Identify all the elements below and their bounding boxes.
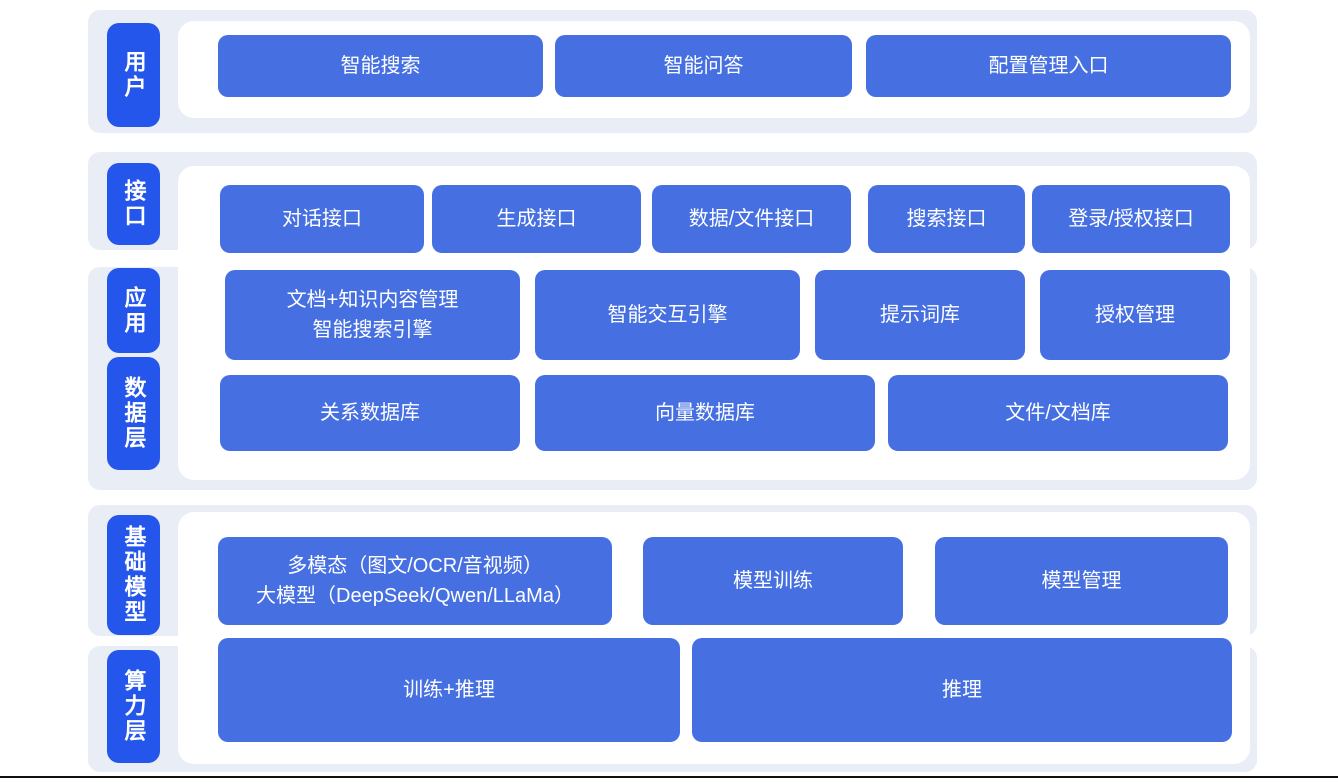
block-inference: 推理 — [692, 638, 1232, 742]
bottom-divider — [0, 776, 1338, 778]
block-smart-qa: 智能问答 — [555, 35, 852, 97]
layer-label-interface: 接口 — [107, 163, 160, 245]
block-relational-db: 关系数据库 — [220, 375, 520, 451]
block-multimodal-llm: 多模态（图文/OCR/音视频） 大模型（DeepSeek/Qwen/LLaMa） — [218, 537, 612, 625]
layer-label-compute: 算力层 — [107, 650, 160, 763]
block-training-inference: 训练+推理 — [218, 638, 680, 742]
block-vector-db: 向量数据库 — [535, 375, 875, 451]
block-prompt-library: 提示词库 — [815, 270, 1025, 360]
block-smart-search: 智能搜索 — [218, 35, 543, 97]
block-login-auth-api: 登录/授权接口 — [1032, 185, 1230, 253]
block-data-file-api: 数据/文件接口 — [652, 185, 851, 253]
layer-label-foundation-model: 基础模型 — [107, 515, 160, 635]
block-auth-management: 授权管理 — [1040, 270, 1230, 360]
block-dialog-api: 对话接口 — [220, 185, 424, 253]
block-model-training: 模型训练 — [643, 537, 903, 625]
block-search-api: 搜索接口 — [868, 185, 1025, 253]
block-generation-api: 生成接口 — [432, 185, 641, 253]
layer-label-user: 用户 — [107, 23, 160, 127]
block-interaction-engine: 智能交互引擎 — [535, 270, 800, 360]
layer-label-data: 数据层 — [107, 357, 160, 470]
block-model-management: 模型管理 — [935, 537, 1228, 625]
block-file-doc-store: 文件/文档库 — [888, 375, 1228, 451]
block-doc-knowledge-engine: 文档+知识内容管理 智能搜索引擎 — [225, 270, 520, 360]
block-config-entry: 配置管理入口 — [866, 35, 1231, 97]
layer-label-application: 应用 — [107, 268, 160, 353]
